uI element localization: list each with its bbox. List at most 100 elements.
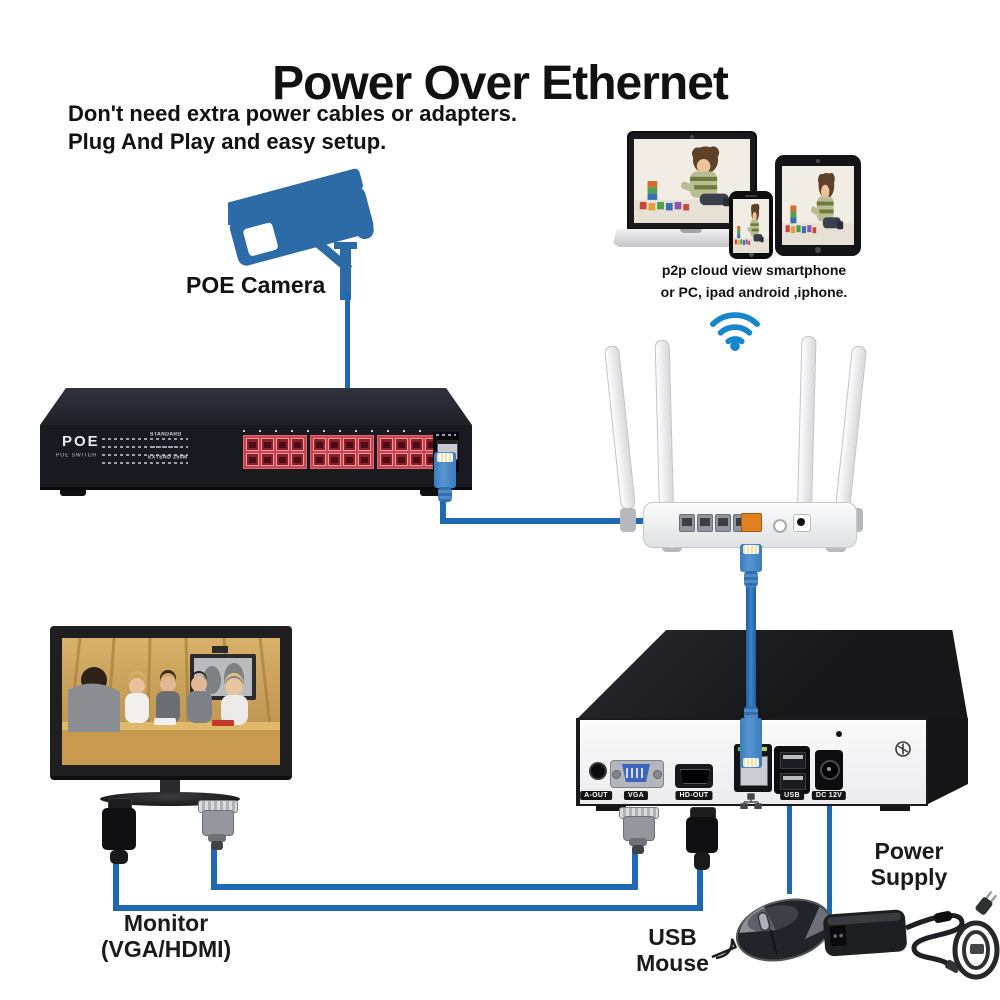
label-a-out: A-OUT xyxy=(580,791,612,800)
switch-led-row xyxy=(102,438,188,440)
vga-connector-body-nvr xyxy=(623,816,655,841)
vga-port-inner xyxy=(622,764,650,782)
vga-connector-body xyxy=(202,810,234,836)
viewers-caption-line2: or PC, ipad android ,iphone. xyxy=(660,284,848,300)
cable-router-to-nvr xyxy=(746,586,756,718)
rj45-boot-router xyxy=(744,571,758,587)
vga-connector-collar-nvr xyxy=(629,838,647,846)
vga-screw xyxy=(653,770,662,779)
hdmi-connector-boot xyxy=(110,850,128,864)
router-power-jack xyxy=(793,514,811,532)
poe-port xyxy=(246,438,259,451)
monitor-label-line2: (VGA/HDMI) xyxy=(100,936,232,962)
cable-usb-mouse xyxy=(787,806,792,894)
nvr-top xyxy=(576,630,968,720)
poe-port-group xyxy=(310,435,374,469)
router-antenna xyxy=(835,345,868,510)
poe-port xyxy=(395,453,408,466)
audio-out-jack xyxy=(589,762,607,780)
tablet-screen-photo xyxy=(782,166,854,245)
poe-port xyxy=(291,438,304,451)
poe-port xyxy=(313,453,326,466)
dc-power-jack xyxy=(815,750,843,790)
poe-port-group xyxy=(243,435,307,469)
switch-led-row xyxy=(102,462,188,464)
poe-port xyxy=(358,438,371,451)
switch-mode-standard: STANDARD xyxy=(150,432,182,438)
router-antenna xyxy=(797,335,817,510)
cable-switch-to-router-v xyxy=(440,500,446,524)
vga-screw xyxy=(612,770,621,779)
monitor-label-line1: Monitor xyxy=(123,910,209,936)
phone-speaker xyxy=(745,195,757,197)
camera-label: POE Camera xyxy=(186,272,326,298)
switch-brand-sub: POE SWITCH xyxy=(56,453,97,459)
poe-port-area xyxy=(243,435,441,469)
laptop-webcam xyxy=(690,135,694,139)
rj45-plug-router xyxy=(740,544,762,572)
label-usb: USB xyxy=(780,791,804,800)
nvr-foot xyxy=(880,806,910,811)
cable-switch-to-router-h xyxy=(440,518,650,524)
cable-hdmi-nvr-v xyxy=(697,868,703,911)
viewers-caption: p2p cloud view smartphone or PC, ipad an… xyxy=(618,259,890,303)
power-supply-label-line2: Supply xyxy=(870,864,948,890)
router-port-strip xyxy=(679,514,749,532)
power-supply-label: Power Supply xyxy=(853,838,965,890)
vga-connector-boot xyxy=(211,841,223,850)
usb-mouse-label-line2: Mouse xyxy=(636,950,709,976)
power-supply-adapter xyxy=(823,890,1000,980)
router-foot xyxy=(826,546,846,552)
rj45-plug-nvr xyxy=(740,718,762,768)
poe-port xyxy=(343,438,356,451)
monitor-label: Monitor (VGA/HDMI) xyxy=(63,910,269,962)
vga-connector-boot-nvr xyxy=(632,845,644,854)
switch-foot xyxy=(420,490,446,496)
router-antenna xyxy=(603,345,636,510)
poe-port xyxy=(276,438,289,451)
poe-port-group xyxy=(377,435,441,469)
label-vga: VGA xyxy=(623,791,649,800)
usb-mouse-label: USB Mouse xyxy=(615,924,730,976)
poe-port xyxy=(395,438,408,451)
poe-port xyxy=(261,453,274,466)
router-lan-port xyxy=(715,514,731,532)
router-foot xyxy=(662,546,682,552)
switch-brand: POE xyxy=(62,433,100,450)
poe-switch-top xyxy=(40,388,472,425)
viewers-caption-line1: p2p cloud view smartphone xyxy=(661,262,847,278)
poe-port xyxy=(410,438,423,451)
router-wan-port xyxy=(741,513,762,532)
poe-port xyxy=(328,438,341,451)
poe-port xyxy=(291,453,304,466)
rj45-plug-switch xyxy=(434,452,456,488)
switch-mode-extend: EXTEND 250M xyxy=(148,455,188,461)
phone-home-button xyxy=(749,252,754,257)
hdmi-port xyxy=(675,764,713,788)
switch-port-numbers xyxy=(243,430,431,432)
poe-port xyxy=(313,438,326,451)
poe-port xyxy=(246,453,259,466)
poe-port xyxy=(328,453,341,466)
poe-port xyxy=(410,453,423,466)
poe-port xyxy=(276,453,289,466)
tablet-camera xyxy=(816,159,820,163)
poe-port xyxy=(343,453,356,466)
ethernet-led-right xyxy=(761,747,767,751)
label-hd-out: HD-OUT xyxy=(675,791,713,800)
monitor-stand-neck xyxy=(160,776,180,794)
router-lan-port xyxy=(679,514,695,532)
lan-network-icon xyxy=(740,793,762,809)
hdmi-connector-body-nvr xyxy=(686,817,718,853)
monitor-screen-photo xyxy=(62,638,280,765)
subtitle: Don't need extra power cables or adapter… xyxy=(68,100,517,156)
switch-led-row xyxy=(102,446,188,448)
cable-hdmi-monitor-v xyxy=(113,862,119,911)
rj45-boot-switch xyxy=(438,487,452,502)
rj45-boot-nvr xyxy=(744,706,758,720)
usb-slot xyxy=(780,752,806,769)
nvr-foot xyxy=(596,806,626,811)
poe-port xyxy=(261,438,274,451)
cable-vga-monitor-v xyxy=(211,848,217,890)
